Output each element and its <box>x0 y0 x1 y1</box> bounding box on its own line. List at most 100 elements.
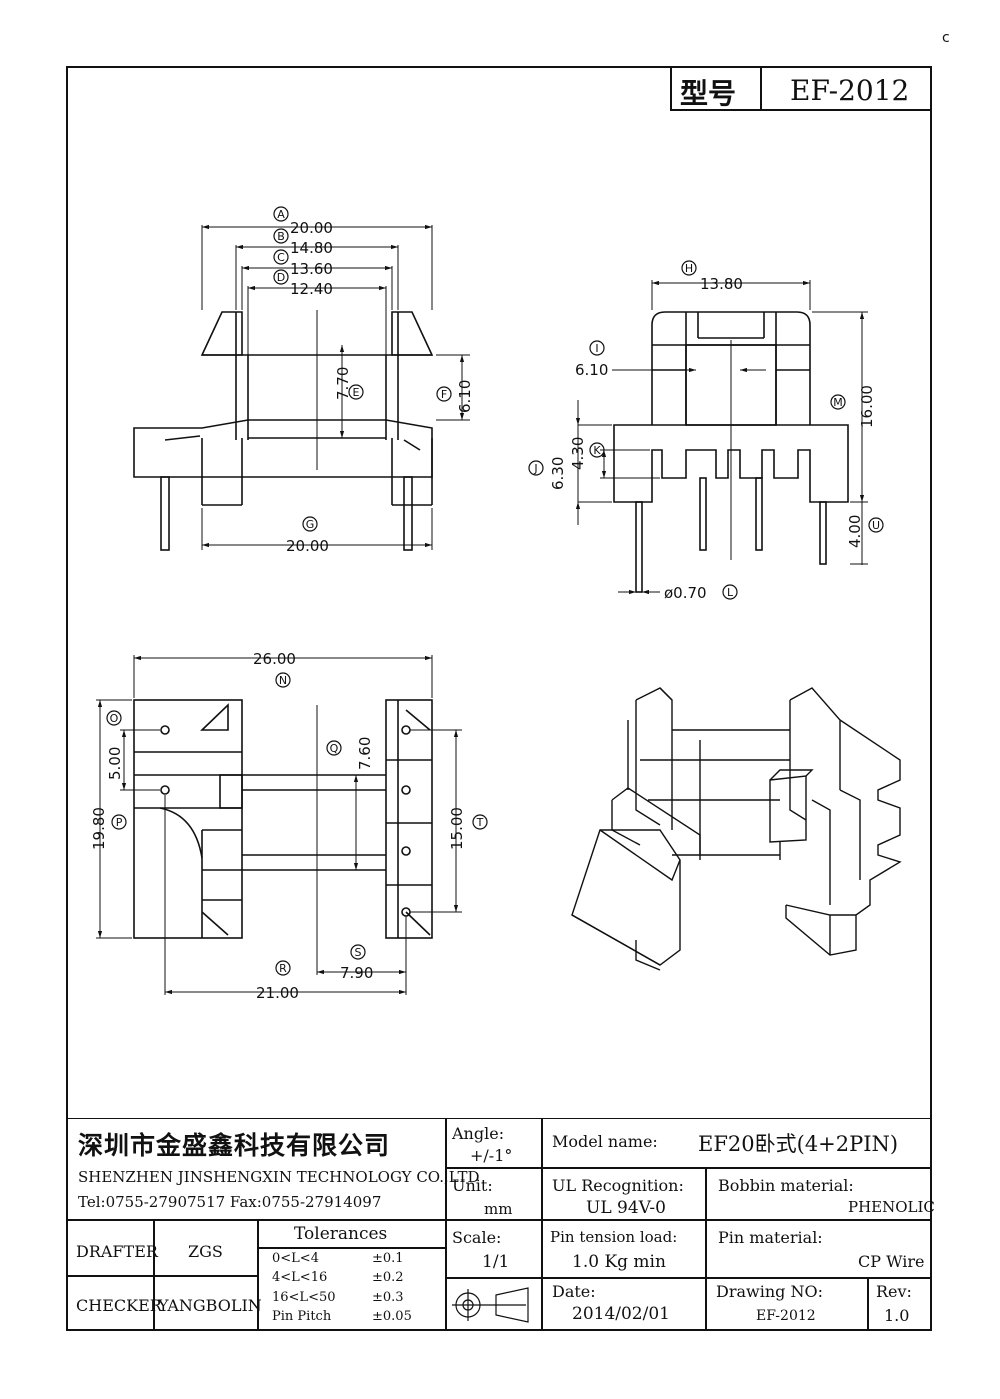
tolerance-value-3: ±0.3 <box>372 1290 404 1305</box>
svg-text:C: C <box>277 251 285 264</box>
callout-k: K <box>589 442 605 458</box>
dim-u-value: 4.00 <box>846 515 864 548</box>
drafter-value: ZGS <box>188 1242 223 1261</box>
svg-text:F: F <box>441 388 447 401</box>
bobbin-material-label: Bobbin material: <box>718 1176 854 1195</box>
callout-l: L <box>722 584 738 600</box>
scale-label: Scale: <box>452 1228 502 1247</box>
tolerance-range-2: 4<L<16 <box>272 1270 328 1285</box>
tolerances-title: Tolerances <box>294 1224 388 1244</box>
callout-c: C <box>273 249 289 265</box>
callout-e: E <box>348 384 364 400</box>
dim-g-value: 20.00 <box>286 537 329 555</box>
svg-text:E: E <box>353 386 360 399</box>
svg-text:K: K <box>593 444 601 457</box>
callout-r: R <box>275 960 291 976</box>
projection-symbol <box>452 1287 529 1323</box>
svg-text:D: D <box>277 271 285 284</box>
callout-t: T <box>472 814 488 830</box>
dim-b-value: 14.80 <box>290 239 333 257</box>
dim-r-value: 21.00 <box>256 984 299 1002</box>
date-value: 2014/02/01 <box>572 1304 670 1324</box>
dim-j-value: 6.30 <box>549 457 567 490</box>
svg-text:N: N <box>279 674 287 687</box>
company-name-cn: 深圳市金盛鑫科技有限公司 <box>78 1131 391 1160</box>
pin-tension-value: 1.0 Kg min <box>572 1252 666 1272</box>
dim-o-value: 5.00 <box>106 747 124 780</box>
date-label: Date: <box>552 1282 596 1301</box>
rev-label: Rev: <box>876 1282 912 1301</box>
scale-value: 1/1 <box>482 1252 510 1272</box>
model-header-divider <box>760 66 762 111</box>
company-tel-fax: Tel:0755-27907517 Fax:0755-27914097 <box>78 1193 382 1211</box>
front-view <box>133 310 434 551</box>
title-block-grid <box>66 1118 932 1331</box>
ul-recognition-value: UL 94V-0 <box>586 1198 666 1218</box>
tolerance-range-1: 0<L<4 <box>272 1251 319 1266</box>
model-header-box <box>670 66 932 111</box>
dim-s-value: 7.90 <box>340 964 373 982</box>
svg-text:R: R <box>279 962 287 975</box>
svg-text:U: U <box>872 519 880 532</box>
callout-o: O <box>106 710 122 726</box>
callout-s: S <box>350 944 366 960</box>
svg-text:T: T <box>476 816 484 829</box>
top-view <box>133 699 433 975</box>
callout-f: F <box>436 386 452 402</box>
callout-a: A <box>273 206 289 222</box>
svg-text:Q: Q <box>330 742 339 755</box>
svg-text:M: M <box>833 396 843 409</box>
tolerance-range-3: 16<L<50 <box>272 1290 336 1305</box>
drawing-no-value: EF-2012 <box>756 1308 816 1324</box>
dim-l-value: ø0.70 <box>664 584 707 602</box>
drawing-no-label: Drawing NO: <box>716 1282 823 1301</box>
svg-text:B: B <box>277 230 285 243</box>
pin-material-label: Pin material: <box>718 1228 823 1247</box>
ul-recognition-label: UL Recognition: <box>552 1176 684 1195</box>
dim-c-value: 13.60 <box>290 260 333 278</box>
technical-drawing: 20.00 14.80 13.60 12.40 20.00 13.80 6.10… <box>90 206 902 1002</box>
unit-label: Unit: <box>452 1176 493 1195</box>
angle-label: Angle: <box>452 1124 505 1143</box>
svg-text:L: L <box>727 586 734 599</box>
dim-h-value: 13.80 <box>700 275 743 293</box>
title-block: 深圳市金盛鑫科技有限公司 SHENZHEN JINSHENGXIN TECHNO… <box>66 1118 935 1331</box>
model-value: EF-2012 <box>790 74 910 107</box>
callout-d: D <box>273 269 289 285</box>
callout-i: I <box>589 340 605 356</box>
model-name-value: EF20卧式(4+2PIN) <box>698 1132 899 1156</box>
dim-e-value: 7.70 <box>334 367 352 400</box>
callout-n: N <box>275 672 291 688</box>
callout-j: J <box>528 460 544 476</box>
company-name-en: SHENZHEN JINSHENGXIN TECHNOLOGY CO.,LTD <box>78 1168 480 1186</box>
tolerance-value-4: ±0.05 <box>372 1309 412 1324</box>
callout-b: B <box>273 228 289 244</box>
side-view-dims <box>575 280 868 595</box>
dim-f-value: 6.10 <box>456 380 474 413</box>
bobbin-material-value: PHENOLIC <box>848 1198 935 1216</box>
svg-text:O: O <box>110 712 119 725</box>
front-view-dims <box>201 224 470 550</box>
dim-d-value: 12.40 <box>290 280 333 298</box>
callout-p: P <box>111 814 127 830</box>
tolerance-value-1: ±0.1 <box>372 1251 404 1266</box>
checker-label: CHECKER <box>76 1296 162 1315</box>
isometric-view <box>571 687 902 971</box>
dim-m-value: 16.00 <box>858 385 876 428</box>
callout-u: U <box>868 517 884 533</box>
dim-i-value: 6.10 <box>575 361 608 379</box>
svg-text:A: A <box>277 208 285 221</box>
svg-text:S: S <box>355 946 362 959</box>
pin-tension-label: Pin tension load: <box>550 1228 678 1246</box>
svg-text:G: G <box>306 518 315 531</box>
model-name-label: Model name: <box>552 1132 658 1151</box>
callout-g: G <box>302 516 318 532</box>
svg-text:J: J <box>533 462 537 475</box>
model-label: 型号 <box>680 77 737 110</box>
dim-q-value: 7.60 <box>356 737 374 770</box>
svg-text:H: H <box>685 262 693 275</box>
unit-value: mm <box>484 1200 513 1218</box>
callout-h: H <box>681 260 697 276</box>
drafter-label: DRAFTER <box>76 1242 158 1261</box>
svg-text:I: I <box>595 342 598 355</box>
